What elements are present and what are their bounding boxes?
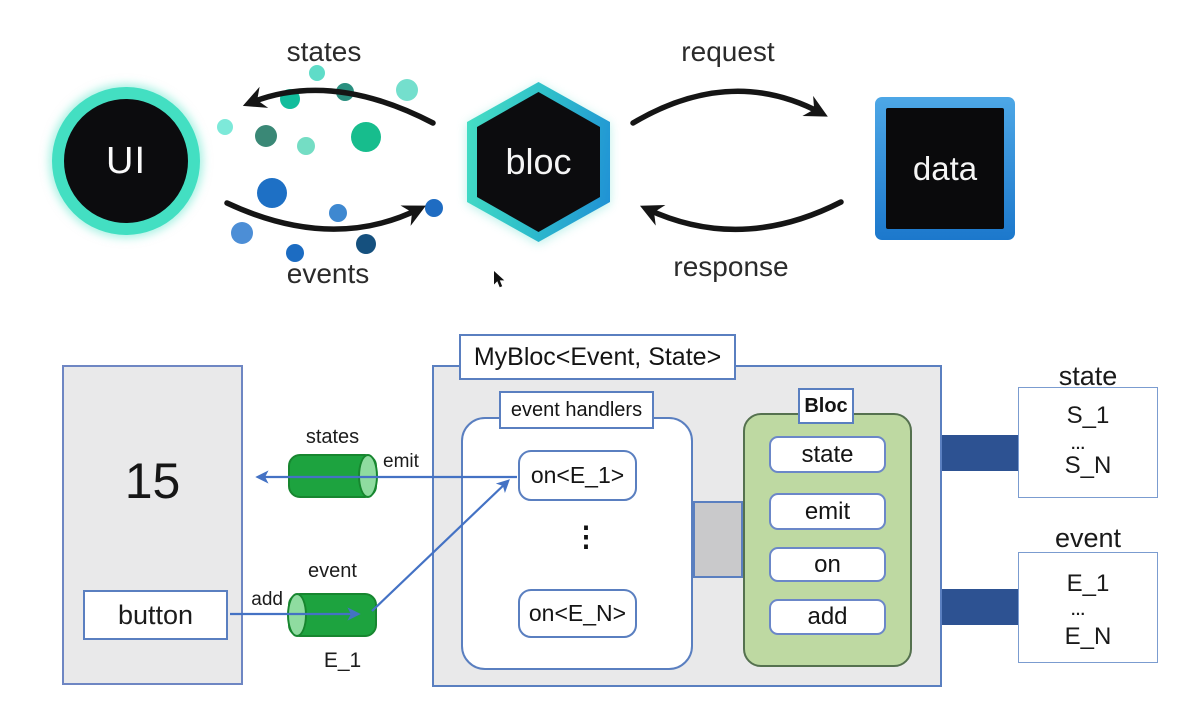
- states-flow-label: states: [286, 36, 362, 67]
- handlers-ellipsis: ⋮: [572, 521, 600, 552]
- stream-dot: [396, 79, 418, 101]
- state-type-s1: S_1: [1066, 402, 1110, 429]
- stream-dot: [257, 178, 287, 208]
- states-stream-label: states: [305, 426, 360, 448]
- event-handlers-title: event handlers: [499, 391, 654, 429]
- handlers-bloc-connector: [693, 501, 743, 578]
- states-stream-cylinder: [288, 454, 378, 498]
- button-widget: button: [83, 590, 228, 640]
- event-types-title: event: [1054, 523, 1122, 553]
- event-types-ellipsis: …: [1070, 602, 1086, 619]
- add-annotation: add: [251, 589, 283, 610]
- request-flow-label: request: [681, 36, 775, 67]
- event-instance-label: E_1: [323, 649, 362, 672]
- state-types-ellipsis: …: [1070, 436, 1086, 453]
- events-arrow: [224, 200, 426, 232]
- stream-dot: [217, 119, 233, 135]
- event-stream-label: event: [308, 560, 357, 582]
- state-types-title: state: [1058, 361, 1118, 391]
- state-connector-bar: [942, 435, 1018, 471]
- stream-dot: [231, 222, 253, 244]
- mouse-cursor: [494, 271, 505, 288]
- stream-dot: [356, 234, 376, 254]
- emit-annotation: emit: [383, 451, 419, 472]
- stream-dot: [297, 137, 315, 155]
- bloc-member-add: add: [769, 599, 886, 635]
- request-arrow: [630, 88, 828, 126]
- states-stream-cap: [358, 454, 378, 498]
- event-stream-cylinder: [287, 593, 377, 637]
- response-arrow: [639, 199, 844, 233]
- bloc-class-title: Bloc: [798, 388, 854, 424]
- event-types-box: [1018, 552, 1158, 663]
- bloc-node: bloc: [467, 82, 610, 242]
- stream-dot: [351, 122, 381, 152]
- ui-node-label: UI: [106, 139, 146, 182]
- handler-on-en: on<E_N>: [518, 589, 637, 638]
- button-widget-label: button: [117, 599, 194, 630]
- stream-dot: [329, 204, 347, 222]
- data-node-label: data: [912, 149, 978, 187]
- state-type-sn: S_N: [1064, 452, 1112, 479]
- handler-on-e1: on<E_1>: [518, 450, 637, 501]
- state-types-box: [1018, 387, 1158, 498]
- stream-dot: [336, 83, 354, 101]
- event-connector-bar: [942, 589, 1018, 625]
- data-node-core: data: [886, 108, 1004, 229]
- response-flow-label: response: [673, 251, 789, 282]
- counter-value: 15: [124, 453, 181, 509]
- bloc-node-label: bloc: [505, 141, 572, 182]
- bloc-member-emit: emit: [769, 493, 886, 530]
- event-stream-cap: [287, 593, 307, 637]
- ui-node: UI: [52, 87, 200, 235]
- states-arrow: [242, 86, 436, 126]
- event-type-e1: E_1: [1066, 570, 1110, 597]
- event-type-en: E_N: [1064, 623, 1112, 650]
- mybloc-title: MyBloc<Event, State>: [459, 334, 736, 380]
- events-flow-label: events: [286, 258, 370, 289]
- bloc-member-on: on: [769, 547, 886, 582]
- data-node: data: [875, 97, 1015, 240]
- stream-dot: [255, 125, 277, 147]
- stream-dot: [280, 89, 300, 109]
- stream-dots: [217, 65, 443, 262]
- bloc-member-state: state: [769, 436, 886, 473]
- stream-dot: [425, 199, 443, 217]
